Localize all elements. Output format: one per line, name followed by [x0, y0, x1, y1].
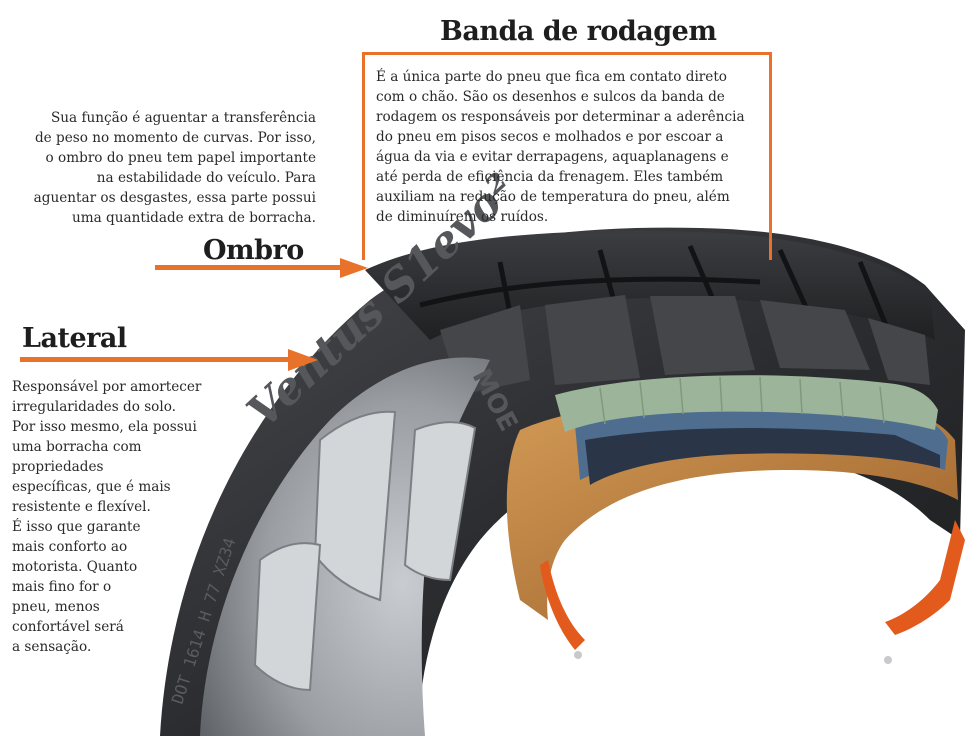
valve-left	[574, 651, 582, 659]
wheel-spokes	[253, 410, 477, 692]
belt-cells	[599, 376, 885, 425]
ombro-arrow	[155, 258, 368, 278]
ombro-heading: Ombro	[203, 235, 304, 266]
ombro-text: Sua função é aguentar a transferência de…	[33, 110, 316, 226]
belt-green-layer	[555, 375, 938, 432]
lateral-heading: Lateral	[22, 323, 127, 354]
bead-right	[885, 520, 965, 635]
banda-text: É a única parte do pneu que fica em cont…	[376, 69, 745, 225]
lateral-text: Responsável por amortecer irregularidade…	[12, 379, 202, 655]
banda-callout-box	[362, 52, 772, 260]
bead-left	[540, 560, 585, 650]
lateral-arrow	[20, 349, 318, 371]
banda-heading: Banda de rodagem	[440, 16, 717, 47]
belt-dark-layer	[585, 428, 940, 485]
tread-blocks	[440, 295, 930, 395]
valve-right	[884, 656, 892, 664]
tread-crown	[365, 230, 935, 340]
